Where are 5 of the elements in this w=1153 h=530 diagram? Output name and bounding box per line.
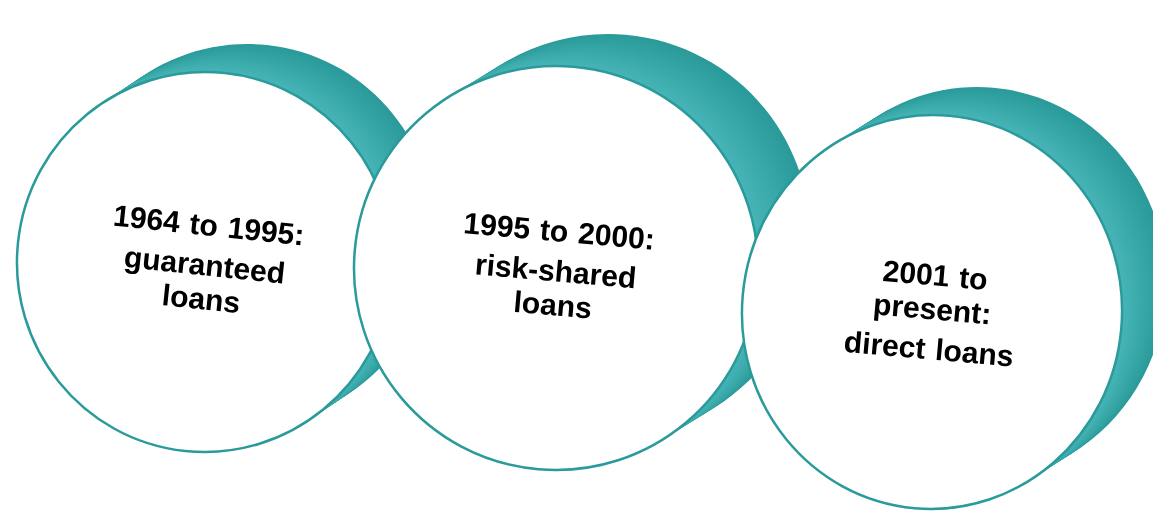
node-label: direct loans [845, 331, 1013, 367]
disk-face: 2001 to present: direct loans [740, 114, 1124, 510]
disk-face: 1995 to 2000: risk-shared loans [352, 64, 760, 472]
disk-face: 1964 to 1995: guaranteed loans [15, 70, 395, 454]
node-label: 2001 to present: [873, 260, 989, 325]
